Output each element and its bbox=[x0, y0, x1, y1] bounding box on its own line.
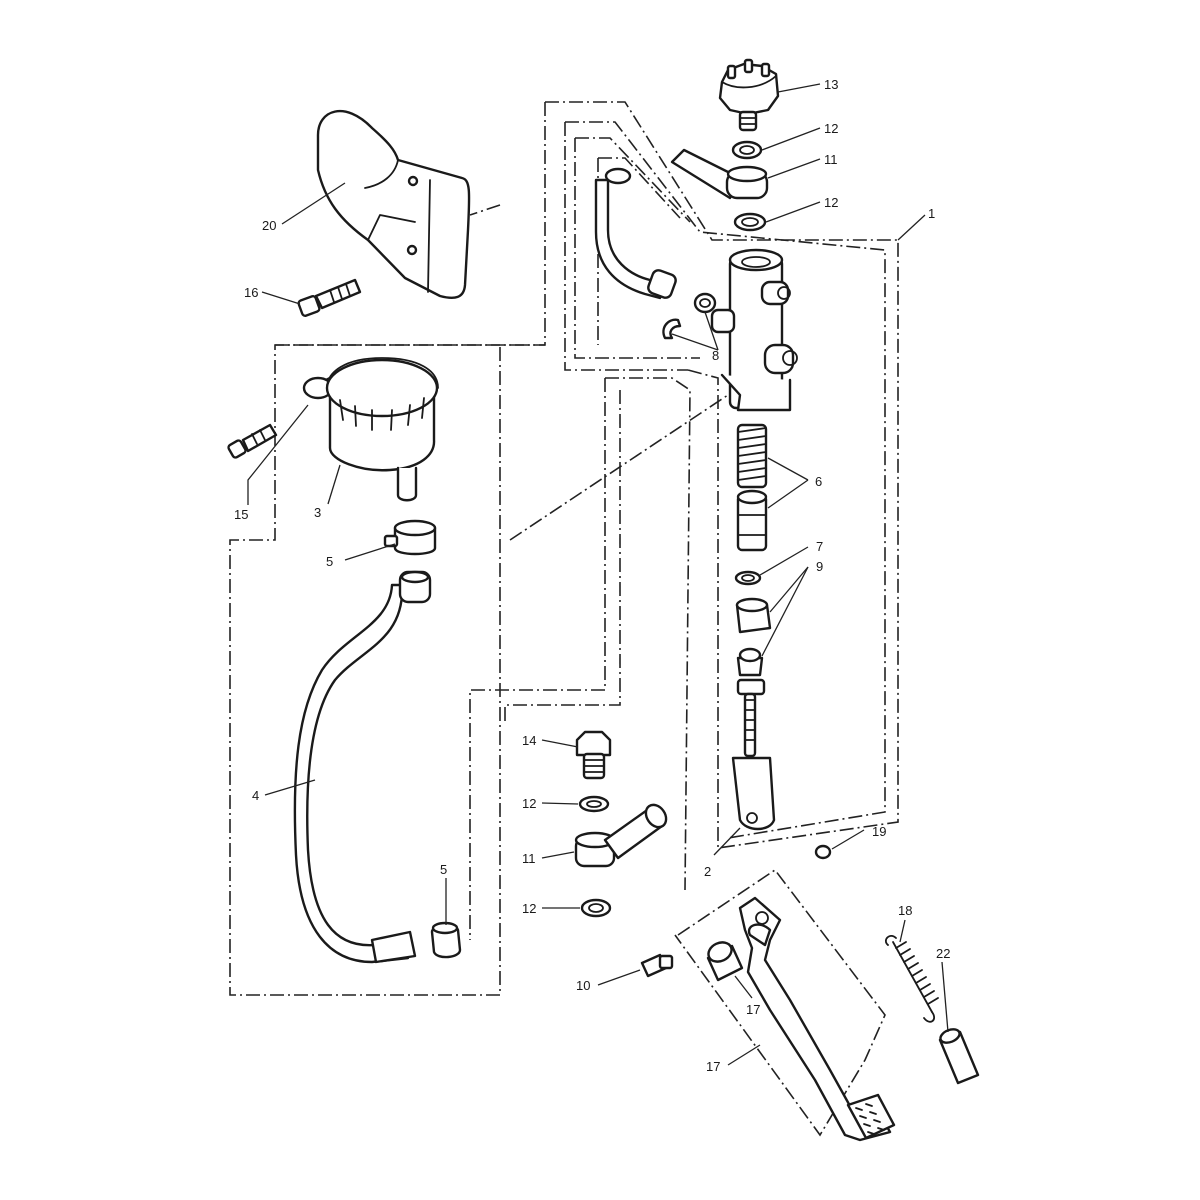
banjo-union-part-11-lower bbox=[574, 803, 668, 868]
label-part-19: 18 bbox=[898, 903, 912, 918]
label-part-11: 11 bbox=[522, 851, 536, 866]
feed-pipe bbox=[594, 167, 677, 300]
sealing-washer-part-12-lower-b bbox=[580, 898, 612, 918]
spring-part-6 bbox=[736, 423, 768, 489]
boot-part-9 bbox=[735, 597, 772, 634]
pushrod-and-clevis bbox=[731, 678, 776, 831]
label-part-5: 5 bbox=[326, 554, 333, 569]
label-part-9: 9 bbox=[816, 559, 823, 574]
master-cylinder-body bbox=[710, 248, 798, 412]
sleeve-part-22 bbox=[938, 1028, 980, 1085]
bolt-part-16 bbox=[297, 278, 362, 317]
hose-clip-part-5-upper bbox=[383, 519, 437, 556]
banjo-bolt-part-14 bbox=[575, 730, 612, 780]
brake-light-switch-part-13 bbox=[718, 58, 780, 132]
fluid-reservoir-part-3 bbox=[302, 357, 439, 502]
label-part-21: 20 bbox=[262, 218, 276, 233]
label-part-10: 10 bbox=[576, 978, 590, 993]
reservoir-cover-part-21 bbox=[316, 109, 471, 299]
label-part-11: 11 bbox=[824, 152, 838, 167]
label-part-12: 12 bbox=[522, 901, 536, 916]
label-part-6: 6 bbox=[815, 474, 822, 489]
clip-part-20 bbox=[814, 844, 832, 860]
assembly-boundary-lines bbox=[229, 101, 899, 1137]
label-part-16: 16 bbox=[244, 285, 258, 300]
label-part-5: 5 bbox=[440, 862, 447, 877]
label-part-12: 12 bbox=[824, 121, 838, 136]
sealing-washer-part-12-upper-b bbox=[733, 212, 767, 232]
bush-part-18 bbox=[706, 941, 744, 982]
label-part-2: 2 bbox=[704, 864, 711, 879]
label-part-12: 12 bbox=[522, 796, 536, 811]
part-labels: 13 12 11 12 1 20 16 8 15 3 5 6 7 9 4 14 … bbox=[234, 77, 950, 1074]
hose-clip-part-5-lower bbox=[430, 921, 462, 959]
screw-part-15 bbox=[227, 423, 278, 459]
leader-lines bbox=[247, 83, 949, 1066]
label-part-15: 15 bbox=[234, 507, 248, 522]
o-ring-part-8 bbox=[662, 292, 717, 340]
label-part-17: 17 bbox=[706, 1059, 720, 1074]
reservoir-hose-part-4 bbox=[293, 570, 432, 964]
retainer-part-9 bbox=[736, 647, 764, 677]
label-part-13: 13 bbox=[824, 77, 838, 92]
label-part-18: 17 bbox=[746, 1002, 760, 1017]
pivot-bolt-part-10 bbox=[640, 953, 674, 978]
piston-part-6 bbox=[736, 489, 768, 552]
banjo-union-part-11-upper bbox=[670, 148, 769, 200]
label-part-8: 8 bbox=[712, 348, 719, 363]
return-spring-part-19 bbox=[884, 934, 939, 1023]
sealing-washer-part-12-lower-a bbox=[578, 795, 610, 813]
label-part-20: 19 bbox=[872, 824, 886, 839]
label-part-14: 14 bbox=[522, 733, 536, 748]
label-part-22: 22 bbox=[936, 946, 950, 961]
label-part-3: 3 bbox=[314, 505, 321, 520]
seal-part-7 bbox=[734, 570, 762, 586]
label-part-1: 1 bbox=[928, 206, 935, 221]
brake-pedal-part-17 bbox=[738, 896, 896, 1142]
sealing-washer-part-12-upper-a bbox=[731, 140, 763, 160]
label-part-7: 7 bbox=[816, 539, 823, 554]
label-part-12: 12 bbox=[824, 195, 838, 210]
label-part-4: 4 bbox=[252, 788, 259, 803]
